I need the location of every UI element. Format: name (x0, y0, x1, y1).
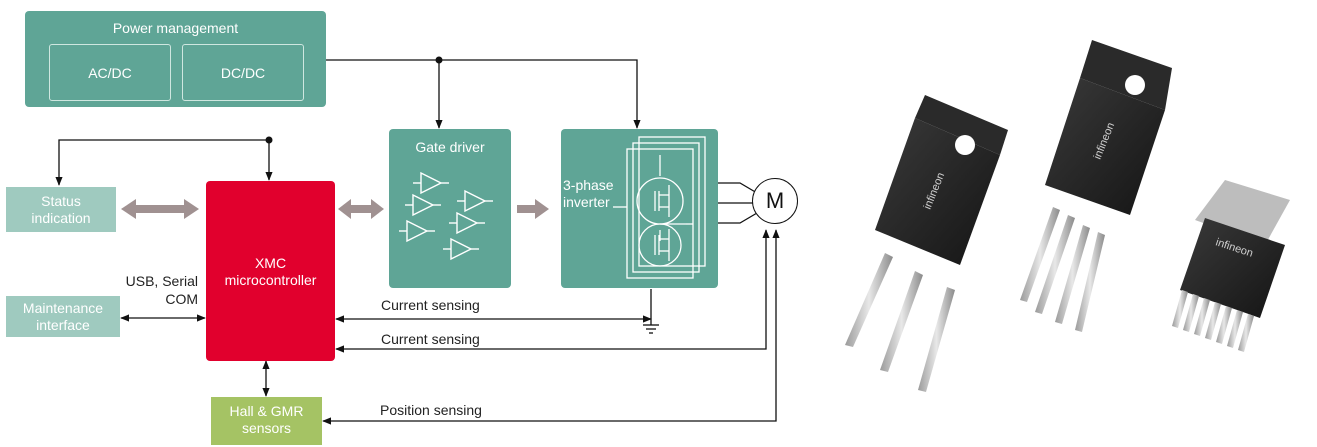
dc-dc-block: DC/DC (182, 44, 304, 101)
mcu-line1: XMC (254, 255, 287, 271)
status-mcu-block-arrow (121, 199, 199, 219)
three-phase-inverter-block: 3-phase inverter (561, 129, 718, 288)
motor-symbol: M (752, 178, 798, 224)
gate-driver-block: Gate driver (389, 129, 511, 288)
xmc-microcontroller-block: XMC microcontroller (206, 181, 335, 361)
gate-inverter-block-arrow (517, 199, 549, 219)
hall-gmr-sensors-block: Hall & GMR sensors (211, 397, 322, 445)
phase-line-1 (709, 182, 758, 194)
position-sensing-label: Position sensing (380, 402, 482, 418)
maintenance-line1: Maintenance (22, 300, 104, 316)
gate-driver-icon (399, 171, 493, 261)
mcu-to-status-line (55, 139, 269, 186)
power-bus-line (326, 59, 641, 129)
maintenance-interface-block: Maintenance interface (6, 296, 120, 337)
status-indication-block: Status indication (6, 187, 116, 232)
junction-dot (435, 56, 443, 64)
phase-line-3 (709, 212, 758, 224)
inverter-line2: inverter (563, 194, 610, 210)
current-sensing-label-1: Current sensing (381, 297, 480, 313)
position-sensing-line (322, 229, 780, 425)
mcu-line2: microcontroller (224, 272, 317, 288)
motor-label: M (765, 188, 785, 213)
maintenance-line2: interface (36, 317, 90, 333)
power-management-block: Power management AC/DC DC/DC (25, 11, 326, 107)
hall-line1: Hall & GMR (229, 403, 304, 419)
mosfet-stack-icon (613, 136, 706, 279)
inverter-line1: 3-phase (563, 177, 614, 193)
usb-serial-label: USB, Serial COM (108, 272, 198, 308)
usb-label-line1: USB, Serial (125, 273, 198, 289)
status-line1: Status (41, 193, 81, 209)
status-line2: indication (31, 210, 91, 226)
inverter-label: 3-phase inverter (563, 177, 614, 211)
mcu-gate-block-arrow (338, 199, 384, 219)
junction-dot-mcu (265, 136, 273, 144)
power-management-title: Power management (112, 20, 239, 36)
usb-label-line2: COM (165, 291, 198, 307)
ground-icon (643, 319, 659, 334)
gate-driver-title: Gate driver (415, 139, 485, 155)
ac-dc-block: AC/DC (49, 44, 171, 101)
current-sensing-label-2: Current sensing (381, 331, 480, 347)
hall-line2: sensors (241, 420, 292, 436)
